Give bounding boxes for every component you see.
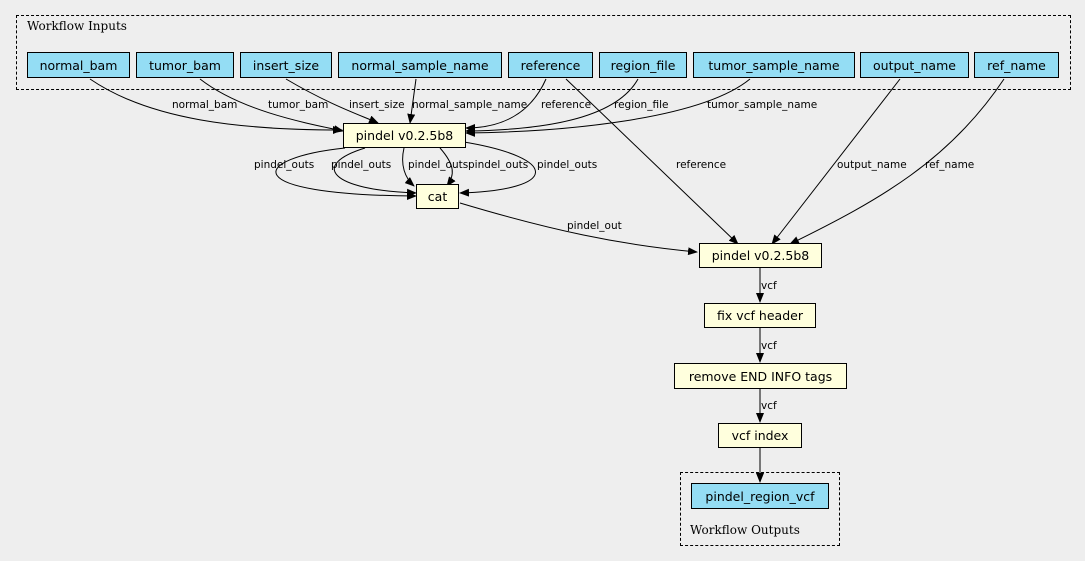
edge-label-tumor-sample-name: tumor_sample_name bbox=[707, 99, 817, 111]
input-tumor-bam[interactable]: tumor_bam bbox=[136, 52, 234, 78]
edge-label-pindel-outs-1: pindel_outs bbox=[254, 159, 314, 171]
workflow-inputs-cluster bbox=[16, 15, 1071, 90]
input-normal-sample-name[interactable]: normal_sample_name bbox=[338, 52, 502, 78]
edge-label-ref-name: ref_name bbox=[925, 159, 974, 171]
step-pindel-2[interactable]: pindel v0.2.5b8 bbox=[699, 243, 822, 268]
workflow-inputs-label: Workflow Inputs bbox=[27, 19, 127, 33]
edge-label-reference-1: reference bbox=[541, 99, 591, 111]
step-fix-vcf-header[interactable]: fix vcf header bbox=[704, 303, 816, 328]
edge-label-pindel-outs-3: pindel_outs bbox=[408, 159, 468, 171]
edge-normal-bam bbox=[89, 78, 343, 134]
edge-pindel-outs-4 bbox=[439, 147, 456, 187]
edge-pindel-outs-3 bbox=[402, 147, 415, 187]
edge-label-vcf-3: vcf bbox=[761, 400, 777, 412]
edge-region-file bbox=[465, 78, 639, 135]
edge-ref-name bbox=[789, 78, 1005, 245]
edge-pindel-outs-5 bbox=[459, 141, 536, 197]
edge-label-pindel-outs-5: pindel_outs bbox=[537, 159, 597, 171]
input-region-file[interactable]: region_file bbox=[599, 52, 687, 78]
step-remove-end-info-tags[interactable]: remove END INFO tags bbox=[674, 363, 847, 389]
input-output-name[interactable]: output_name bbox=[860, 52, 969, 78]
edge-label-insert-size: insert_size bbox=[349, 99, 405, 111]
edge-label-pindel-outs-2: pindel_outs bbox=[331, 159, 391, 171]
input-normal-bam[interactable]: normal_bam bbox=[27, 52, 130, 78]
step-cat[interactable]: cat bbox=[416, 184, 459, 209]
edge-output-name bbox=[771, 78, 901, 245]
edge-label-output-name: output_name bbox=[837, 159, 907, 171]
output-pindel-region-vcf[interactable]: pindel_region_vcf bbox=[691, 483, 829, 509]
edge-pindel-out bbox=[459, 202, 698, 256]
step-vcf-index[interactable]: vcf index bbox=[718, 423, 802, 448]
input-ref-name[interactable]: ref_name bbox=[974, 52, 1059, 78]
edge-label-pindel-out: pindel_out bbox=[567, 220, 622, 232]
edge-label-vcf-1: vcf bbox=[761, 280, 777, 292]
edge-label-reference-2: reference bbox=[676, 159, 726, 171]
edge-tumor-bam bbox=[199, 78, 344, 134]
edge-pindel-outs-2 bbox=[333, 147, 417, 197]
edge-insert-size bbox=[285, 78, 379, 124]
edge-tumor-sample-name bbox=[465, 78, 751, 137]
edge-label-region-file: region_file bbox=[614, 99, 668, 111]
input-insert-size[interactable]: insert_size bbox=[240, 52, 332, 78]
step-pindel-1[interactable]: pindel v0.2.5b8 bbox=[343, 123, 466, 148]
edge-label-pindel-outs-4: pindel_outs bbox=[468, 159, 528, 171]
edge-pindel-outs-1 bbox=[275, 147, 417, 200]
input-tumor-sample-name[interactable]: tumor_sample_name bbox=[693, 52, 855, 78]
input-reference[interactable]: reference bbox=[508, 52, 593, 78]
edge-label-normal-bam: normal_bam bbox=[172, 99, 237, 111]
edge-normal-sample-name bbox=[407, 78, 417, 124]
edge-label-vcf-2: vcf bbox=[761, 340, 777, 352]
edge-reference-2 bbox=[565, 78, 739, 245]
edge-label-normal-sample-name: normal_sample_name bbox=[412, 99, 527, 111]
edge-reference-1 bbox=[465, 78, 547, 132]
workflow-outputs-label: Workflow Outputs bbox=[690, 523, 800, 537]
edge-label-tumor-bam: tumor_bam bbox=[268, 99, 328, 111]
